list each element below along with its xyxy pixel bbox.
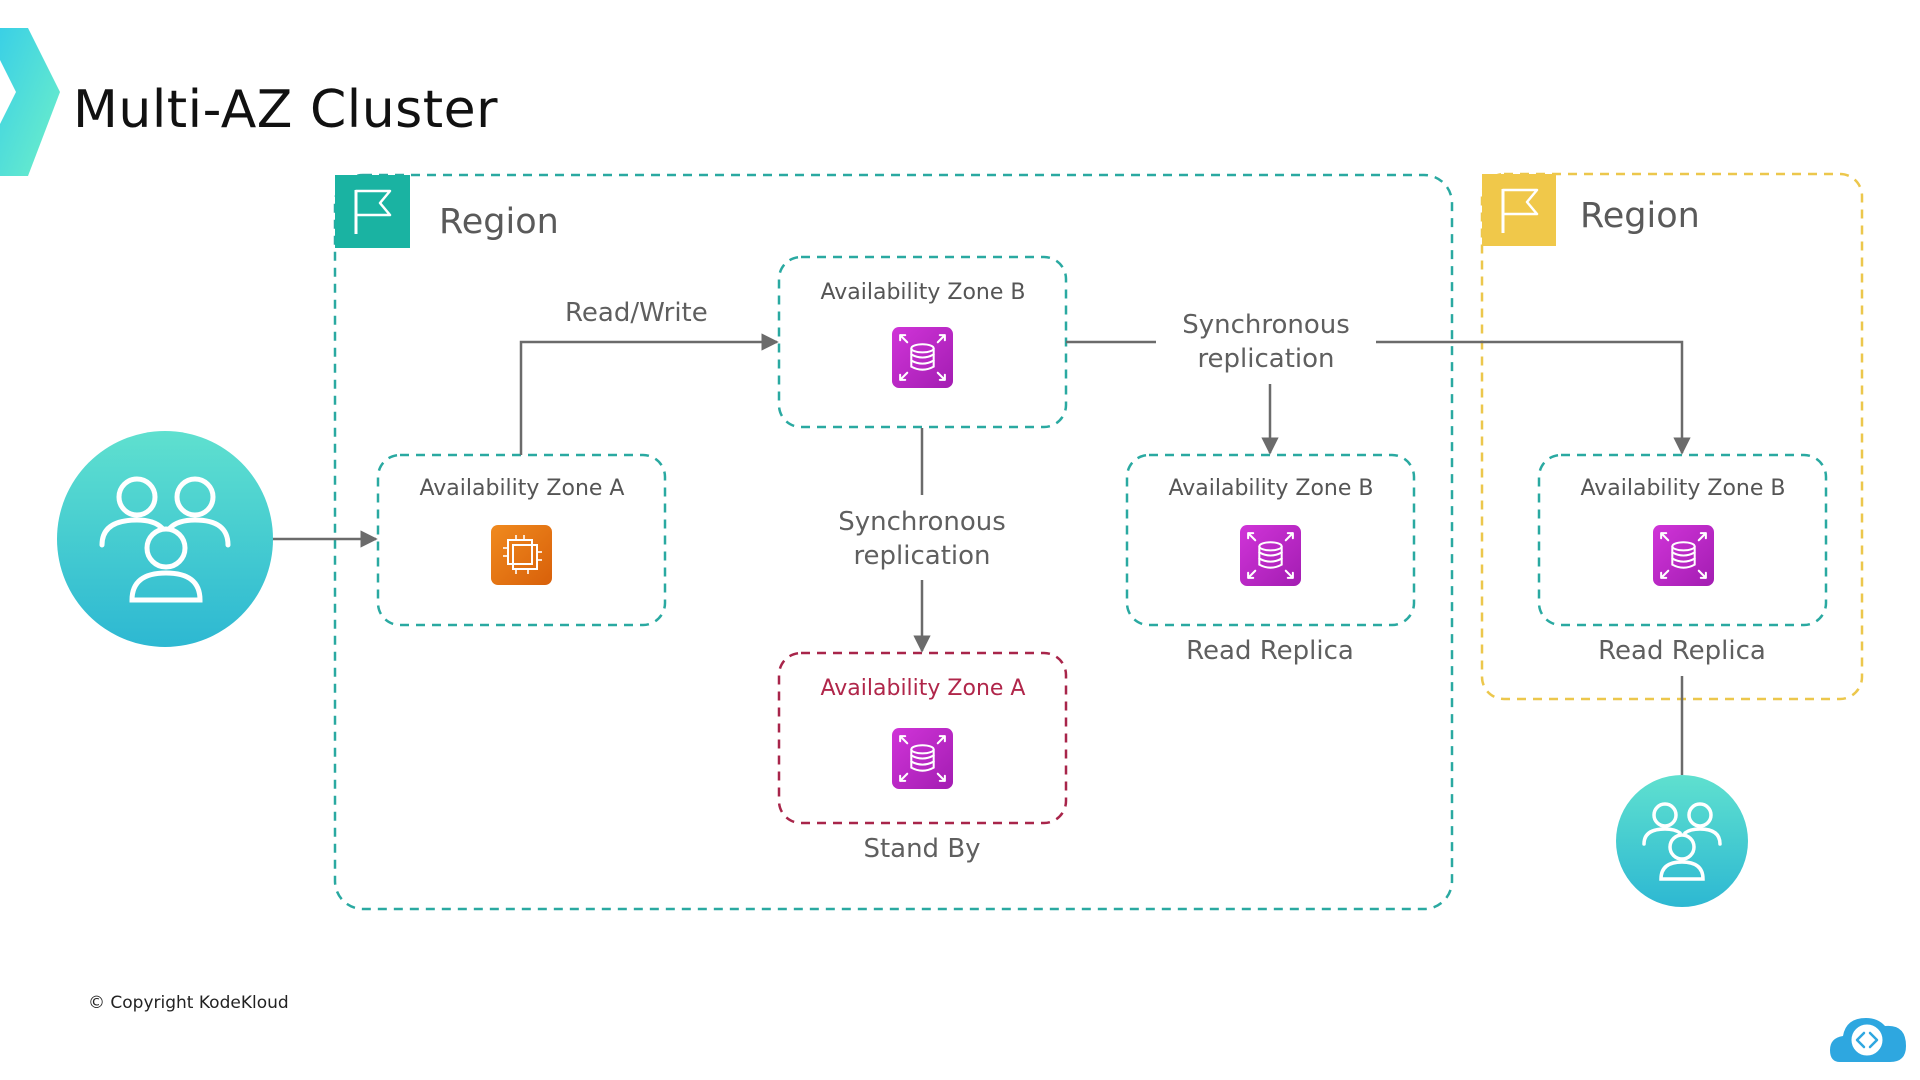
connectors bbox=[272, 333, 1691, 775]
kodekloud-logo-icon bbox=[1830, 1018, 1906, 1062]
sync-replication-vertical-label: Synchronous replication bbox=[812, 505, 1032, 573]
brand-chevron-icon bbox=[0, 28, 60, 176]
az-cross-region-replica-b-label: Availability Zone B bbox=[1580, 476, 1786, 501]
copyright-text: © Copyright KodeKloud bbox=[88, 993, 289, 1013]
az-box-cross-region-replica-b bbox=[1537, 453, 1828, 627]
sync-vertical-line1: Synchronous bbox=[838, 507, 1006, 537]
region-primary bbox=[333, 173, 1454, 911]
rds-database-icon bbox=[892, 728, 953, 789]
replica-caption: Read Replica bbox=[1186, 636, 1354, 666]
standby-caption: Stand By bbox=[863, 834, 981, 864]
arrow-sync-cross-region bbox=[1370, 340, 1691, 455]
rds-database-icon bbox=[1240, 525, 1301, 586]
region-flag-icon bbox=[1482, 174, 1556, 246]
az-box-app-a bbox=[376, 453, 667, 627]
sync-horizontal-line1: Synchronous bbox=[1182, 310, 1350, 340]
region-secondary-label: Region bbox=[1580, 196, 1700, 236]
sync-replication-horizontal-label: Synchronous replication bbox=[1156, 308, 1376, 376]
az-replica-b-label: Availability Zone B bbox=[1168, 476, 1374, 501]
az-primary-b-label: Availability Zone B bbox=[820, 280, 1026, 305]
sync-vertical-line2: replication bbox=[853, 541, 991, 571]
az-box-replica-b bbox=[1125, 453, 1416, 627]
remote-users-group-icon bbox=[1616, 775, 1748, 907]
rds-database-icon bbox=[892, 327, 953, 388]
rds-database-icon bbox=[1653, 525, 1714, 586]
ec2-instance-icon bbox=[491, 525, 552, 585]
region-secondary bbox=[1480, 172, 1864, 701]
cross-region-replica-caption: Read Replica bbox=[1598, 636, 1766, 666]
users-group-icon bbox=[57, 431, 273, 647]
arrow-read-write bbox=[519, 333, 779, 455]
az-box-standby-a bbox=[777, 651, 1068, 825]
read-write-label: Read/Write bbox=[565, 298, 708, 328]
az-standby-a-label: Availability Zone A bbox=[820, 676, 1026, 701]
az-app-a-label: Availability Zone A bbox=[419, 476, 625, 501]
region-flag-icon bbox=[335, 175, 410, 248]
region-primary-label: Region bbox=[439, 202, 559, 242]
page-title: Multi-AZ Cluster bbox=[73, 80, 499, 140]
sync-horizontal-line2: replication bbox=[1197, 344, 1335, 374]
